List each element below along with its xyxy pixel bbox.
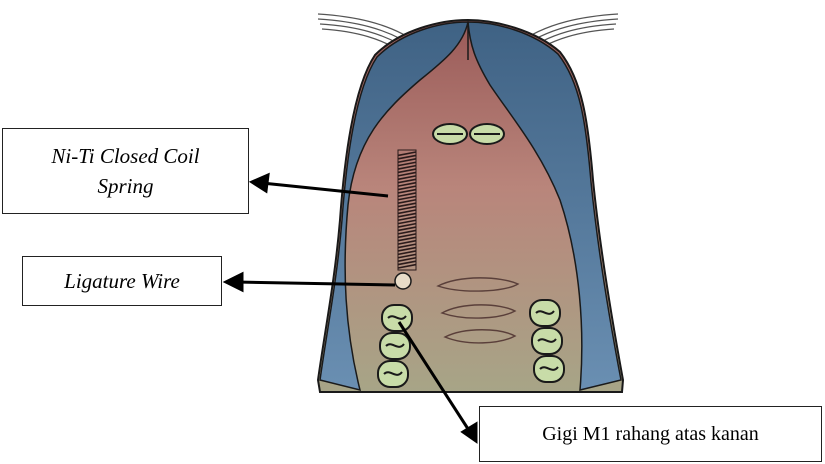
ligature-wire-label: Ligature Wire — [22, 256, 222, 306]
coil-spring-label-line2: Spring — [51, 171, 199, 201]
tooth-label-text: Gigi M1 rahang atas kanan — [542, 423, 759, 446]
ligature-wire-label-text: Ligature Wire — [64, 269, 180, 294]
left-molars — [378, 305, 412, 387]
coil-spring-label: Ni-Ti Closed Coil Spring — [2, 128, 249, 214]
ligature-wire-loop — [395, 273, 411, 289]
tooth-label: Gigi M1 rahang atas kanan — [479, 406, 822, 462]
coil-spring-label-line1: Ni-Ti Closed Coil — [51, 141, 199, 171]
right-molars — [530, 300, 564, 382]
